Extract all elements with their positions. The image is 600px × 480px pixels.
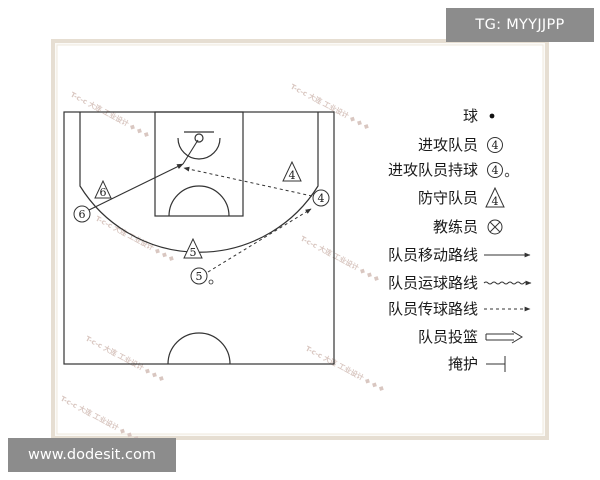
svg-text:队员运球路线: 队员运球路线 bbox=[388, 274, 478, 292]
free-throw-circle bbox=[168, 185, 230, 217]
legend-coach: 教练员 bbox=[433, 218, 503, 236]
offense-circle-icon bbox=[487, 137, 503, 153]
svg-text:4: 4 bbox=[492, 164, 499, 177]
screen-t-icon bbox=[486, 356, 506, 372]
defense-player-right: 4 bbox=[282, 160, 302, 182]
offense-player-right: 4 bbox=[312, 189, 330, 207]
svg-text:5: 5 bbox=[196, 270, 203, 283]
svg-text:4: 4 bbox=[492, 195, 499, 208]
svg-text:进攻队员持球: 进攻队员持球 bbox=[388, 161, 478, 179]
svg-text:4: 4 bbox=[318, 192, 325, 205]
coach-cross-circle-icon bbox=[487, 219, 503, 235]
small-ball-icon bbox=[504, 172, 510, 178]
shot-double-arrow-icon bbox=[485, 330, 523, 344]
offense-player-left: 6 bbox=[73, 205, 91, 223]
restricted-arc bbox=[177, 137, 221, 160]
legend-pass: 队员传球路线 bbox=[388, 300, 531, 318]
ball-icon bbox=[208, 279, 214, 285]
svg-text:进攻队员: 进攻队员 bbox=[418, 136, 478, 154]
svg-text:4: 4 bbox=[289, 169, 296, 182]
svg-text:球: 球 bbox=[463, 107, 478, 125]
ball-dot-icon bbox=[489, 113, 495, 119]
legend-offense-ball: 进攻队员持球 4 bbox=[388, 161, 510, 179]
play-lines bbox=[88, 139, 313, 273]
defense-player-left: 6 bbox=[94, 179, 112, 199]
svg-text:掩护: 掩护 bbox=[448, 355, 478, 373]
svg-text:4: 4 bbox=[492, 139, 499, 152]
legend: 球 进攻队员 4 进攻队员持球 4 防守队员 4 教练员 bbox=[388, 107, 532, 373]
svg-text:防守队员: 防守队员 bbox=[418, 189, 478, 207]
free-throw-lane bbox=[154, 111, 244, 217]
defense-player-key: 5 bbox=[183, 237, 203, 259]
shot-path bbox=[182, 139, 199, 165]
svg-text:队员投篮: 队员投篮 bbox=[418, 328, 478, 346]
svg-text:5: 5 bbox=[190, 246, 197, 259]
defense-triangle-icon bbox=[485, 186, 505, 208]
legend-offense: 进攻队员 4 bbox=[418, 136, 503, 154]
move-path-left bbox=[88, 163, 184, 211]
offense-ball-circle-icon bbox=[487, 162, 503, 178]
hoop bbox=[194, 133, 204, 143]
legend-screen: 掩护 bbox=[448, 355, 506, 373]
dribble-wave-icon bbox=[483, 280, 532, 286]
legend-ball: 球 bbox=[463, 107, 495, 125]
center-circle bbox=[167, 332, 231, 365]
svg-text:队员传球路线: 队员传球路线 bbox=[388, 300, 478, 318]
svg-text:6: 6 bbox=[79, 208, 86, 221]
svg-text:队员移动路线: 队员移动路线 bbox=[388, 246, 478, 264]
offense-player-with-ball: 5 bbox=[190, 267, 214, 285]
top-right-tag: TG: MYYJJPP bbox=[446, 8, 594, 42]
pass-path-bottom bbox=[207, 208, 312, 273]
legend-move: 队员移动路线 bbox=[388, 246, 531, 264]
legend-shot: 队员投篮 bbox=[418, 328, 523, 346]
legend-dribble: 队员运球路线 bbox=[388, 274, 532, 292]
site-watermark-label: www.dodesit.com bbox=[8, 438, 176, 472]
legend-defense: 防守队员 4 bbox=[418, 186, 505, 208]
pass-path-top bbox=[183, 166, 313, 197]
svg-text:6: 6 bbox=[100, 186, 107, 199]
svg-text:教练员: 教练员 bbox=[433, 218, 478, 236]
